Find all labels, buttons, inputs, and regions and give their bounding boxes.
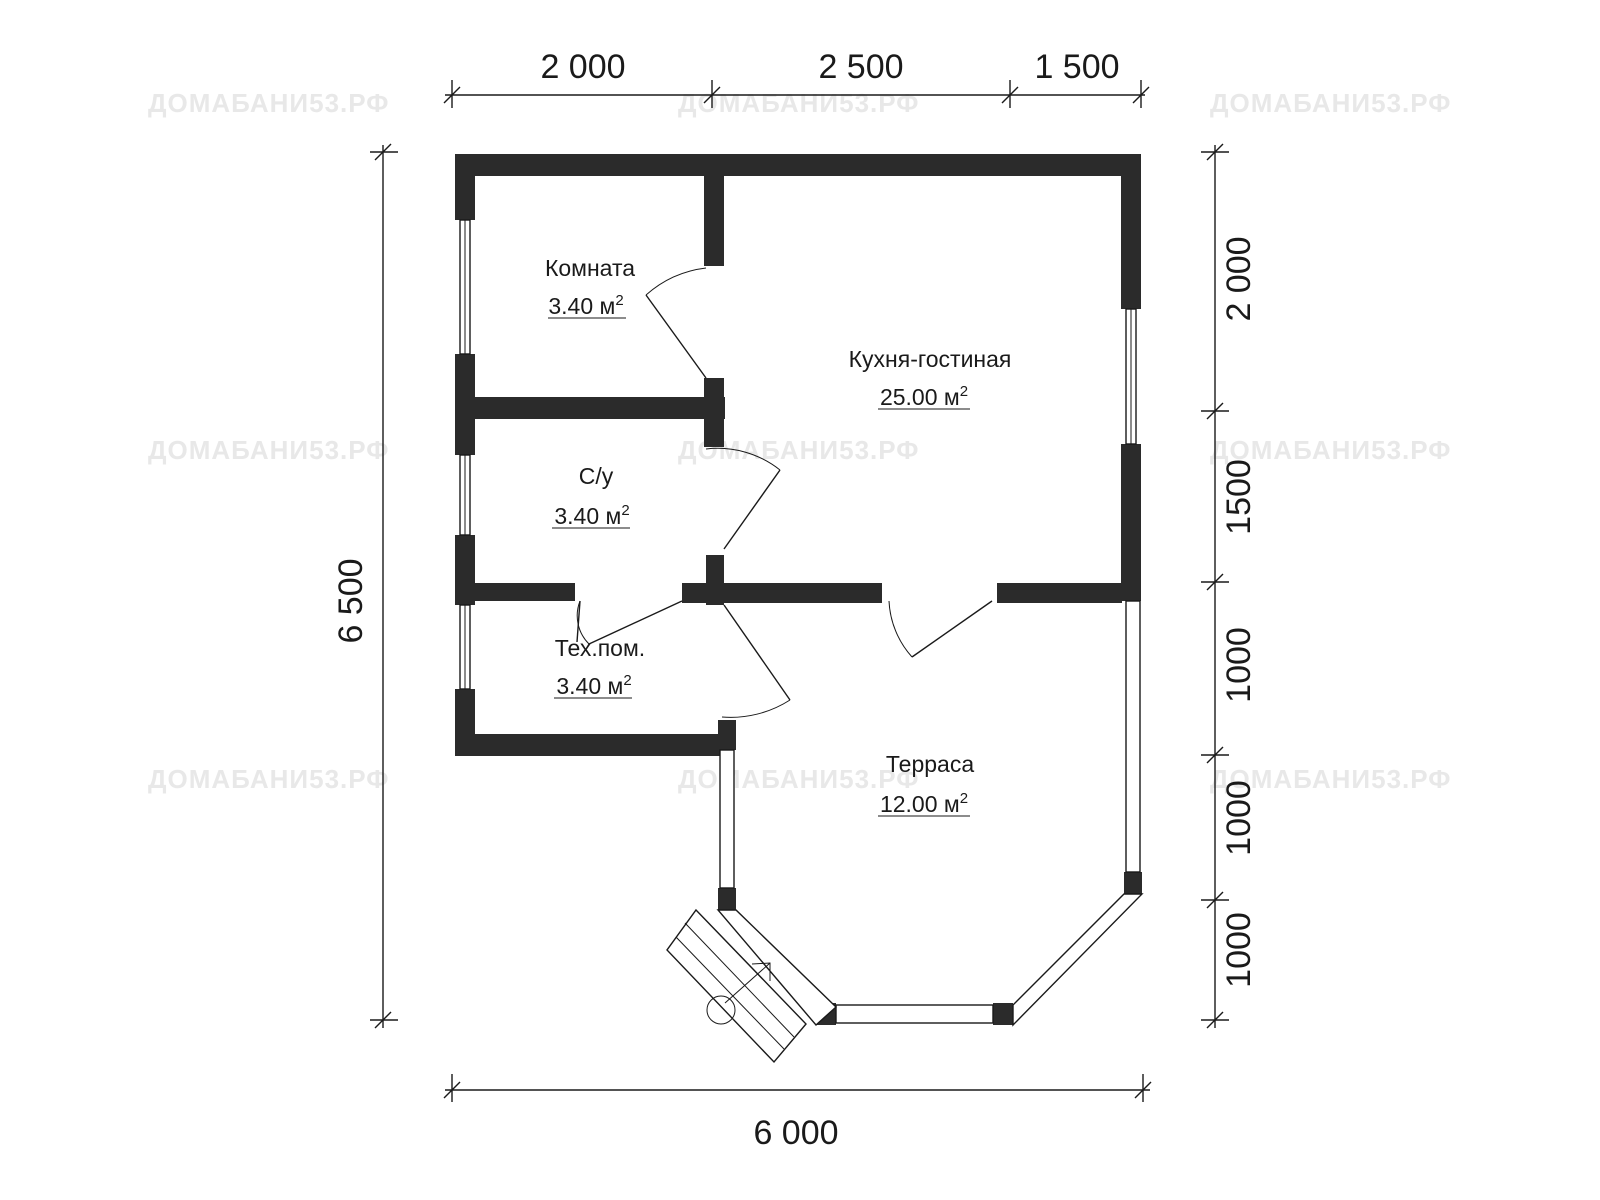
- dimension-right: 2 000 1500 1000 1000 1000: [1201, 143, 1258, 1029]
- dim-bottom: 6 000: [753, 1114, 838, 1152]
- watermark: ДОМАБАНИ53.РФ: [148, 88, 389, 118]
- room-bathroom: С/у 3.40 м2: [552, 463, 630, 529]
- room-name: С/у: [579, 463, 614, 489]
- dimension-bottom: 6 000: [443, 1074, 1152, 1152]
- watermarks: ДОМАБАНИ53.РФ ДОМАБАНИ53.РФ ДОМАБАНИ53.Р…: [148, 88, 1451, 794]
- watermark: ДОМАБАНИ53.РФ: [1210, 88, 1451, 118]
- watermark: ДОМАБАНИ53.РФ: [678, 88, 919, 118]
- room-area: 12.00 м2: [880, 790, 968, 817]
- room-area: 3.40 м2: [548, 292, 623, 319]
- windows: [459, 219, 1137, 690]
- room-area: 3.40 м2: [554, 502, 629, 529]
- room-terrace: Терраса 12.00 м2: [878, 751, 974, 817]
- dim-right-3: 1000: [1220, 627, 1258, 703]
- dimension-left: 6 500: [332, 143, 398, 1029]
- room-name: Кухня-гостиная: [849, 346, 1012, 372]
- watermark: ДОМАБАНИ53.РФ: [678, 764, 919, 794]
- dim-top-2: 2 500: [818, 48, 903, 86]
- dimension-top: 2 000 2 500 1 500: [443, 48, 1150, 108]
- watermark: ДОМАБАНИ53.РФ: [148, 435, 389, 465]
- room-name: Тех.пом.: [555, 635, 645, 661]
- room-area: 25.00 м2: [880, 383, 968, 410]
- room-area: 3.40 м2: [556, 672, 631, 699]
- dim-top-3: 1 500: [1034, 48, 1119, 86]
- dim-right-2: 1500: [1220, 459, 1258, 535]
- room-name: Терраса: [886, 751, 974, 777]
- terrace-railing: [716, 600, 1144, 1027]
- doors: [576, 267, 993, 718]
- entrance-steps: [666, 908, 807, 1064]
- dim-right-5: 1000: [1220, 912, 1258, 988]
- room-kitchen-living: Кухня-гостиная 25.00 м2: [849, 346, 1012, 410]
- dim-right-4: 1000: [1220, 780, 1258, 856]
- room-komnata: Комната 3.40 м2: [545, 255, 635, 319]
- watermark: ДОМАБАНИ53.РФ: [148, 764, 389, 794]
- watermark: ДОМАБАНИ53.РФ: [1210, 435, 1451, 465]
- dim-top-1: 2 000: [540, 48, 625, 86]
- dim-left: 6 500: [332, 558, 370, 643]
- room-tech: Тех.пом. 3.40 м2: [554, 635, 645, 699]
- entrance-marker-icon: [706, 995, 736, 1025]
- dim-right-1: 2 000: [1220, 236, 1258, 321]
- room-name: Комната: [545, 255, 635, 281]
- watermark: ДОМАБАНИ53.РФ: [1210, 764, 1451, 794]
- walls: [455, 154, 1142, 1025]
